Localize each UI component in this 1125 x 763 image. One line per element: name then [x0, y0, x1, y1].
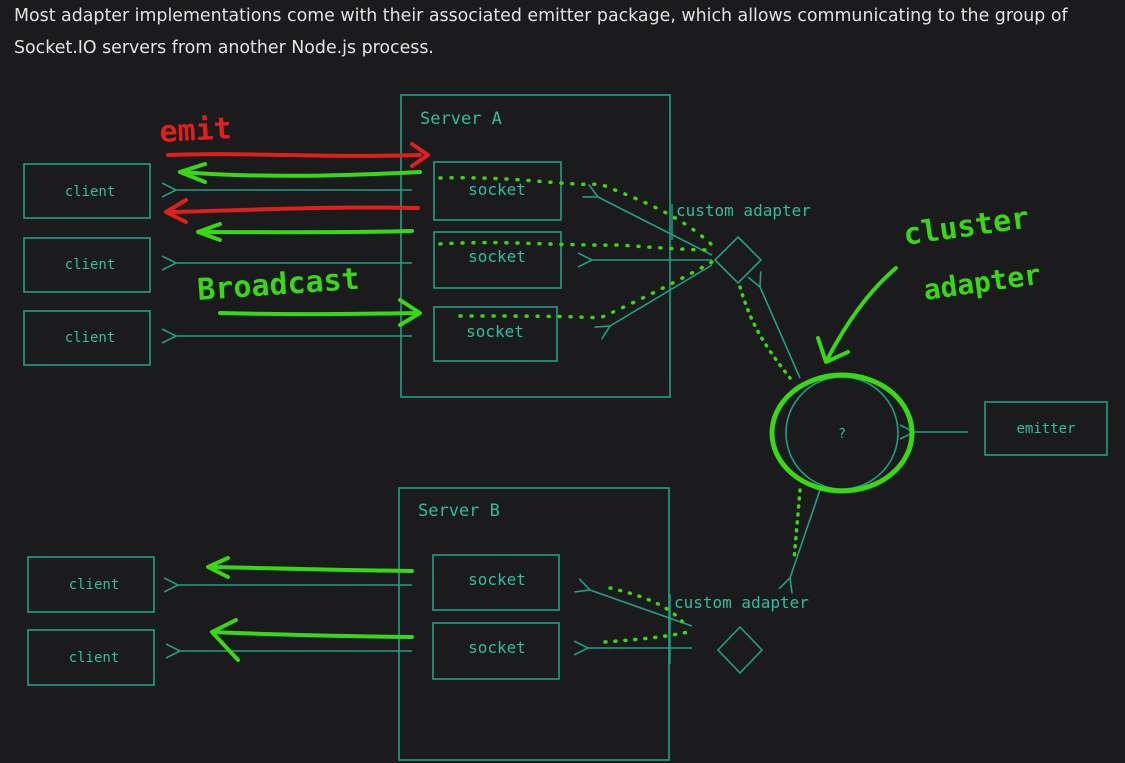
broadcast-line-bottom [218, 311, 420, 317]
server-b-green-line-2 [210, 630, 414, 639]
server-b-socket-1-label: socket [468, 570, 526, 589]
dotted-socket-3-adapter [458, 260, 714, 320]
arrow-cluster-adapter-b [790, 489, 821, 578]
emit-green-head [178, 162, 207, 184]
server-b-green-head-2 [210, 618, 240, 662]
cluster-node-label: ? [838, 427, 846, 442]
dotted-adapter-b-socket-1 [608, 586, 687, 627]
client-b-2-label: client [69, 650, 120, 666]
server-a-box [400, 94, 671, 398]
server-b-green-head-1 [206, 556, 230, 579]
emit-return-line [170, 205, 420, 214]
client-b-1-box [27, 556, 155, 613]
broadcast-head-bottom [398, 298, 422, 327]
client-b-2-box [27, 629, 155, 686]
client-b-1-label: client [69, 577, 120, 593]
arrow-adapter-a-socket-3 [610, 264, 713, 326]
dotted-adapter-b-socket-2 [603, 630, 690, 644]
server-a-socket-2-label: socket [468, 247, 526, 266]
server-a-socket-3-label: socket [466, 322, 524, 341]
server-a-socket-1-label: socket [468, 180, 526, 199]
dotted-adapter-a-cluster [738, 285, 792, 380]
server-b-label: Server B [418, 501, 500, 521]
server-b-socket-1 [432, 554, 560, 611]
server-a-label: Server A [420, 109, 502, 129]
cluster-annotation-arrow-head [816, 336, 850, 364]
cluster-annotation-arrow-line [826, 266, 898, 360]
adapter-b-label: custom adapter [674, 593, 809, 612]
broadcast-line-top [198, 229, 414, 235]
client-a-1-label: client [65, 184, 116, 200]
client-a-1-box [23, 163, 151, 219]
server-a-socket-3 [433, 306, 558, 362]
adapter-a-label: custom adapter [676, 201, 811, 220]
emit-arrow-head [410, 142, 430, 168]
server-a-socket-1 [433, 161, 562, 221]
arrow-adapter-b-socket-1 [590, 590, 693, 627]
emit-return-head [164, 198, 188, 224]
broadcast-head-top [196, 222, 222, 242]
server-b-socket-2 [432, 622, 560, 680]
server-b-box [398, 487, 670, 761]
client-a-2-box [23, 237, 151, 293]
client-a-3-box [23, 310, 151, 366]
intro-paragraph: Most adapter implementations come with t… [14, 6, 1068, 58]
dotted-cluster-adapter-b [792, 488, 802, 562]
cluster-adapter-circle [769, 372, 915, 494]
server-b-green-line-1 [210, 565, 414, 573]
broadcast-annotation: Broadcast [196, 262, 361, 308]
cluster-annotation: cluster [901, 201, 1031, 253]
server-a-socket-2 [433, 231, 562, 289]
arrow-cluster-adapter-a [760, 287, 801, 379]
client-a-2-label: client [65, 257, 116, 273]
adapter-annotation: adapter [921, 258, 1042, 307]
emitter-label: emitter [1016, 421, 1075, 437]
adapter-a-diamond [713, 235, 763, 285]
client-a-3-label: client [65, 330, 116, 346]
adapter-b-diamond [716, 625, 764, 675]
emitter-box [984, 401, 1108, 456]
arrow-adapter-a-socket-1 [598, 197, 713, 256]
server-b-socket-2-label: socket [468, 638, 526, 657]
dotted-socket-2-adapter [438, 240, 714, 252]
emit-annotation: emit [159, 111, 233, 150]
emit-green-line [178, 170, 422, 178]
emit-arrow-line [166, 152, 422, 158]
